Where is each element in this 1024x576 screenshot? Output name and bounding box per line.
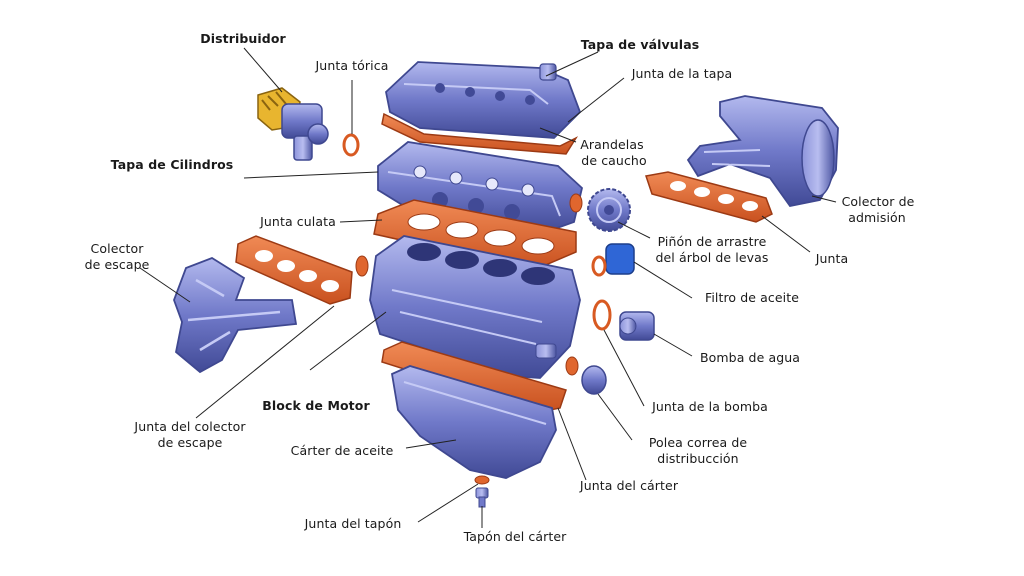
leader-filtro [633, 261, 693, 299]
leader-junta-colector [195, 305, 335, 419]
oil-filter-part [591, 243, 635, 277]
label-colector-admision-2: admisión [848, 210, 906, 225]
exhaust-manifold-part [173, 256, 298, 374]
label-junta-carter: Junta del cárter [579, 478, 679, 493]
leader-junta-tapon [417, 483, 479, 523]
oil-pan-gasket-part [381, 341, 567, 413]
leader-colector-admision [811, 195, 837, 203]
label-colector-escape-1: Colector [90, 241, 144, 256]
label-arandelas-2: de caucho [581, 153, 647, 168]
camshaft-sprocket-part [587, 188, 631, 232]
leader-lines [139, 47, 837, 528]
leader-arandelas [539, 127, 577, 143]
drain-plug-washer-part [474, 475, 490, 485]
leader-polea [597, 393, 633, 441]
engine-block-part [369, 235, 581, 379]
leader-block [309, 311, 387, 371]
label-junta-colector-1: Junta del colector [134, 419, 246, 434]
label-tapon-carter: Tapón del cárter [463, 529, 567, 544]
water-pump-gasket-part [592, 299, 612, 331]
label-junta-bomba: Junta de la bomba [652, 399, 768, 414]
o-ring-part [342, 133, 360, 157]
label-polea-2: distribucción [657, 451, 739, 466]
valve-cover-part [385, 61, 582, 139]
leader-carter [405, 439, 457, 449]
label-junta-culata: Junta culata [260, 214, 336, 229]
label-bomba-agua: Bomba de agua [699, 350, 801, 365]
leader-tapa-valvulas [545, 51, 599, 77]
rubber-washer-part [569, 193, 583, 213]
leader-junta-culata [339, 219, 383, 223]
label-carter-aceite: Cárter de aceite [290, 443, 394, 458]
intake-gasket-holes [670, 181, 758, 211]
seal-part [355, 255, 369, 277]
intake-manifold-part [686, 95, 839, 207]
oil-pan-part [390, 365, 557, 479]
water-pump-part [619, 311, 655, 341]
valve-cover-gasket-part [381, 112, 579, 155]
label-colector-escape-2: de escape [84, 257, 150, 272]
exhaust-gasket-part [235, 235, 353, 305]
leader-colector-escape [139, 267, 191, 303]
label-junta-tapa: Junta de la tapa [631, 66, 733, 81]
label-pinon-1: Piñón de arrastre [657, 234, 767, 249]
leader-pinon [617, 221, 651, 239]
label-polea-1: Polea correa de [648, 435, 748, 450]
label-pinon-2: del árbol de levas [655, 250, 769, 265]
leader-junta-tapa [567, 77, 625, 123]
leader-bomba [653, 333, 693, 357]
label-junta-torica: Junta tórica [315, 58, 389, 73]
label-distribuidor: Distribuidor [200, 31, 286, 46]
intake-gasket-part [645, 171, 773, 223]
label-tapa-valvulas: Tapa de válvulas [580, 37, 700, 52]
label-tapa-cilindros: Tapa de Cilindros [110, 157, 234, 172]
label-junta: Junta [815, 251, 849, 266]
label-filtro-aceite: Filtro de aceite [704, 290, 800, 305]
timing-pulley-part [565, 356, 607, 395]
leader-tapa-cilindros [243, 171, 379, 179]
leader-junta-bomba [603, 329, 645, 407]
label-arandelas-1: Arandelas [580, 137, 644, 152]
distributor-part [257, 87, 329, 161]
head-gasket-part [373, 199, 577, 271]
label-block-motor: Block de Motor [262, 398, 370, 413]
label-colector-admision-1: Colector de [841, 194, 915, 209]
drain-plug-part [475, 487, 489, 508]
leader-junta-carter [557, 407, 587, 481]
label-junta-colector-2: de escape [157, 435, 223, 450]
label-junta-tapon: Junta del tapón [304, 516, 402, 531]
leader-junta [761, 215, 811, 253]
leader-distribuidor [243, 47, 283, 93]
